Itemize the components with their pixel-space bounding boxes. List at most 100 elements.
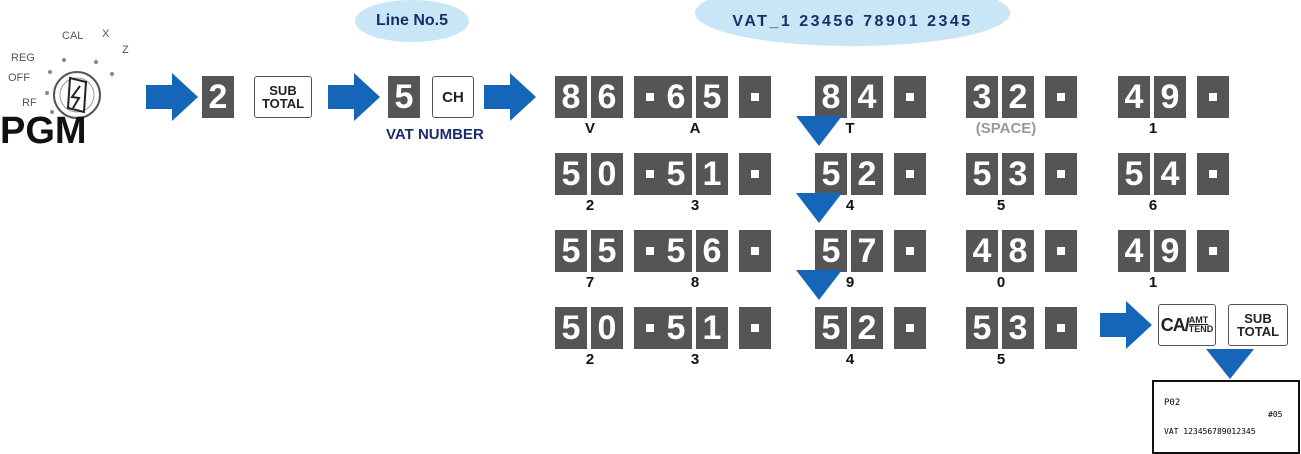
character-label: 2 <box>585 197 595 214</box>
digit-key[interactable]: 2 <box>851 307 883 349</box>
character-label: 8 <box>690 274 700 291</box>
digit-key[interactable]: 5 <box>660 153 692 195</box>
character-label: 1 <box>1148 120 1158 137</box>
amt-label: AMT <box>1188 314 1209 325</box>
digit-key[interactable]: 5 <box>815 307 847 349</box>
digit-key[interactable]: 0 <box>591 307 623 349</box>
digit-key[interactable]: 5 <box>1118 153 1150 195</box>
character-label: 5 <box>996 351 1006 368</box>
mode-dial-icon <box>45 58 114 119</box>
digit-key[interactable]: 5 <box>555 307 587 349</box>
vat-text-bubble: VAT_1 23456 78901 2345 <box>695 0 1010 46</box>
arrow-down-icon <box>796 116 842 146</box>
digit-key[interactable]: 8 <box>555 76 587 118</box>
digit-key[interactable]: 2 <box>851 153 883 195</box>
digit-key[interactable]: 3 <box>1002 307 1034 349</box>
decimal-point-key[interactable] <box>894 76 926 118</box>
digit-key[interactable]: 6 <box>696 230 728 272</box>
decimal-point-key[interactable] <box>1045 307 1077 349</box>
character-label: 6 <box>1148 197 1158 214</box>
receipt: P02 #05 VAT 123456789012345 <box>1152 380 1300 454</box>
ca-key-label: CA/ <box>1160 315 1190 335</box>
digit-key[interactable]: 5 <box>815 230 847 272</box>
character-label: 0 <box>996 274 1006 291</box>
decimal-point-key[interactable] <box>1045 153 1077 195</box>
digit-key[interactable]: 4 <box>1118 230 1150 272</box>
arrow-right-icon <box>1100 301 1152 349</box>
digit-key[interactable]: 4 <box>851 76 883 118</box>
digit-key[interactable]: 3 <box>966 76 998 118</box>
line-number-text: Line No.5 <box>375 12 448 29</box>
digit-key[interactable]: 9 <box>1154 76 1186 118</box>
decimal-point-key[interactable] <box>1197 76 1229 118</box>
digit-key[interactable]: 5 <box>591 230 623 272</box>
decimal-point-key[interactable] <box>1197 230 1229 272</box>
digit-key[interactable]: 8 <box>1002 230 1034 272</box>
character-label: 1 <box>1148 274 1158 291</box>
key-2[interactable]: 2 <box>202 76 234 118</box>
receipt-vat-line: VAT 123456789012345 <box>1164 427 1256 436</box>
digit-key[interactable]: 2 <box>1002 76 1034 118</box>
mode-label-rf: RF <box>22 97 37 109</box>
decimal-point-key[interactable] <box>894 230 926 272</box>
mode-switch: CAL X REG Z OFF RF PGM <box>0 20 140 160</box>
character-label: 4 <box>845 351 855 368</box>
receipt-line-p02: P02 <box>1164 398 1181 408</box>
arrow-right-icon <box>328 73 380 121</box>
digit-key[interactable]: 4 <box>1154 153 1186 195</box>
decimal-point-key[interactable] <box>894 307 926 349</box>
digit-key[interactable]: 9 <box>1154 230 1186 272</box>
decimal-point-key[interactable] <box>739 307 771 349</box>
digit-key[interactable]: 5 <box>966 153 998 195</box>
subtotal-key-2-bottom: TOTAL <box>1236 324 1280 339</box>
digit-key[interactable]: 5 <box>966 307 998 349</box>
arrow-right-icon <box>484 73 536 121</box>
digit-key[interactable]: 7 <box>851 230 883 272</box>
decimal-point-key[interactable] <box>739 153 771 195</box>
mode-label-x: X <box>102 28 110 40</box>
digit-key[interactable]: 5 <box>660 230 692 272</box>
digit-key[interactable]: 3 <box>1002 153 1034 195</box>
digit-key[interactable]: 4 <box>966 230 998 272</box>
digit-key[interactable]: 5 <box>815 153 847 195</box>
subtotal-key-2[interactable]: SUB TOTAL <box>1228 304 1288 346</box>
arrow-right-icon <box>146 73 198 121</box>
decimal-point-key[interactable] <box>894 153 926 195</box>
ca-amt-tend-key[interactable]: CA/ AMT TEND <box>1158 304 1216 346</box>
digit-key[interactable]: 0 <box>591 153 623 195</box>
decimal-point-key[interactable] <box>739 76 771 118</box>
decimal-point-key[interactable] <box>739 230 771 272</box>
digit-key[interactable]: 8 <box>815 76 847 118</box>
mode-label-pgm: PGM <box>0 110 87 152</box>
digit-key[interactable]: 4 <box>1118 76 1150 118</box>
decimal-point-key[interactable] <box>1197 153 1229 195</box>
receipt-number: #05 <box>1268 410 1283 419</box>
digit-key[interactable]: 1 <box>696 307 728 349</box>
amt-tend-stack: AMT TEND <box>1188 314 1214 335</box>
vat-text: VAT_1 23456 78901 2345 <box>732 13 973 30</box>
character-label: T <box>845 120 855 137</box>
arrow-down-icon <box>1206 349 1254 379</box>
ch-key-label: CH <box>442 88 464 106</box>
vat-number-label: VAT NUMBER <box>386 126 484 143</box>
mode-label-z: Z <box>122 44 129 56</box>
arrow-down-icon <box>796 270 842 300</box>
character-label: 9 <box>845 274 855 291</box>
decimal-point-key[interactable] <box>1045 230 1077 272</box>
digit-key[interactable]: 5 <box>696 76 728 118</box>
arrow-down-icon <box>796 193 842 223</box>
subtotal-key[interactable]: SUB TOTAL <box>254 76 312 118</box>
digit-key[interactable]: 5 <box>555 230 587 272</box>
character-label: (SPACE) <box>975 120 1037 137</box>
ch-key[interactable]: CH <box>432 76 474 118</box>
digit-key[interactable]: 6 <box>591 76 623 118</box>
digit-key[interactable]: 5 <box>660 307 692 349</box>
decimal-point-key[interactable] <box>1045 76 1077 118</box>
digit-key[interactable]: 6 <box>660 76 692 118</box>
character-label: 3 <box>690 351 700 368</box>
digit-key[interactable]: 5 <box>555 153 587 195</box>
character-label: 3 <box>690 197 700 214</box>
key-5[interactable]: 5 <box>388 76 420 118</box>
subtotal-key-2-top: SUB <box>1244 311 1272 326</box>
digit-key[interactable]: 1 <box>696 153 728 195</box>
